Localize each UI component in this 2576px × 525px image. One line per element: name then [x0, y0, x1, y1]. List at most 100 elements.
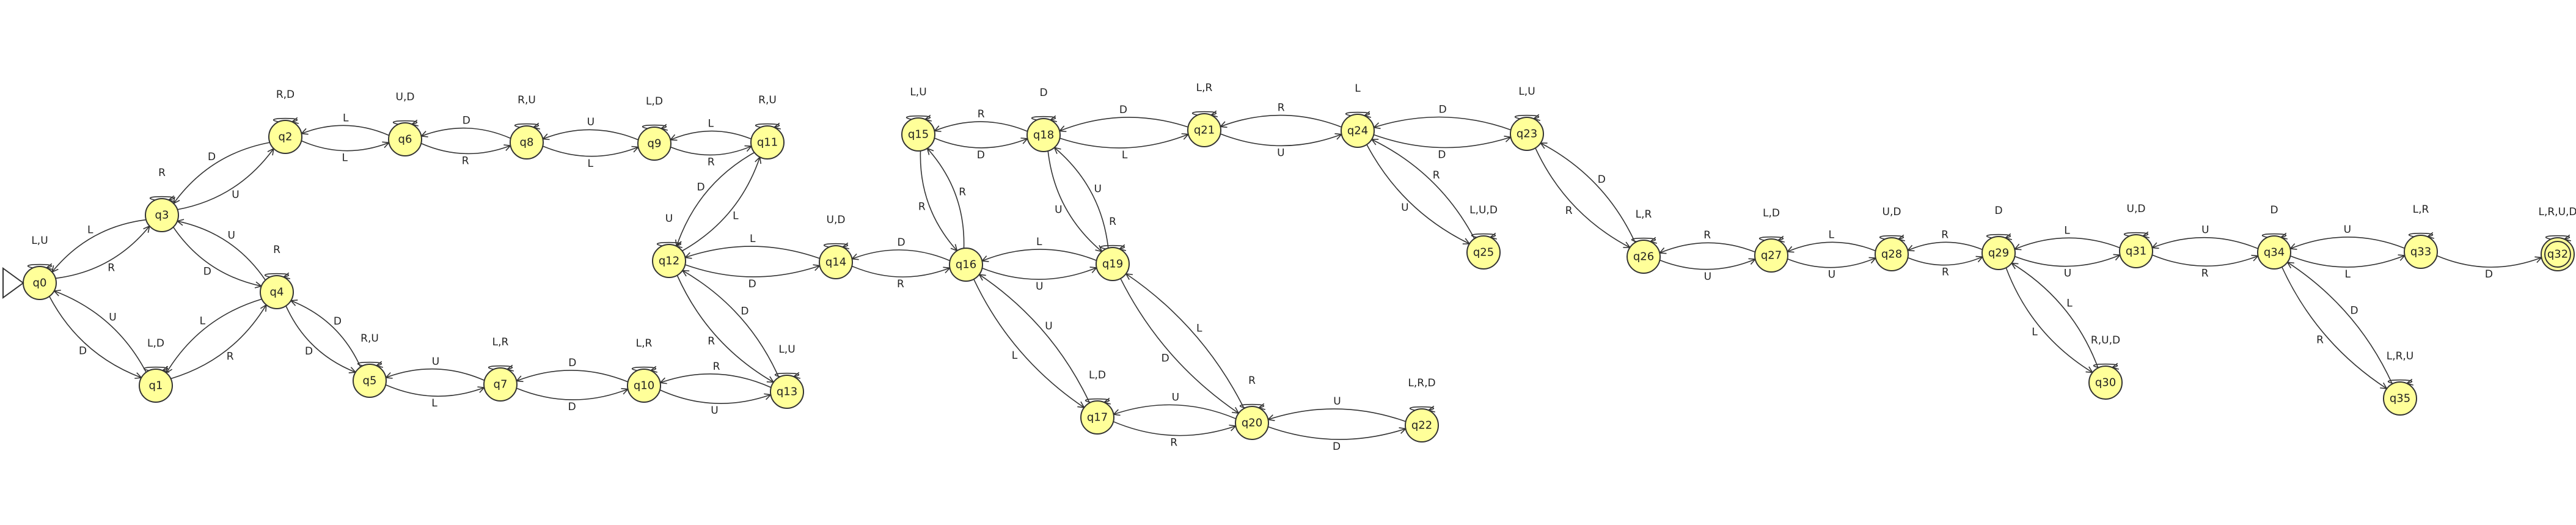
transition-label: R [918, 201, 926, 213]
self-loop-arrow [755, 124, 780, 128]
self-loop-arrow [1085, 399, 1110, 403]
state-circle [901, 117, 935, 152]
transition-q2-q3: D [174, 142, 270, 204]
transition-arrow [2288, 262, 2393, 384]
self-loop-q35: L,R,U [2387, 350, 2414, 383]
transition-arrow [670, 146, 751, 156]
state-q25: q25 [1466, 235, 1501, 270]
self-loop-label: L,R [636, 337, 653, 350]
self-loop-arrow [642, 125, 667, 129]
state-label: q35 [2390, 392, 2410, 405]
transition-arrow [285, 306, 356, 373]
transition-arrow [1908, 241, 1983, 251]
transition-q13-q10: R [660, 361, 772, 388]
state-q33: q33 [2404, 235, 2438, 269]
transition-q31-q29: L [2014, 224, 2120, 249]
transition-arrow [55, 226, 150, 279]
transition-label: L [342, 152, 348, 164]
self-loop-label: L,R,U [2387, 350, 2414, 362]
transition-q15-q16: R [918, 150, 957, 251]
transition-label: R [1278, 102, 1285, 114]
self-loop-q0: L,U [27, 235, 52, 268]
state-circle [353, 364, 387, 398]
state-circle [2404, 235, 2438, 269]
self-loop-label: R,U [360, 332, 379, 345]
transition-q3-q2: U [177, 149, 274, 210]
transition-q21-q18: D [1059, 104, 1188, 131]
transition-arrow [2152, 237, 2259, 249]
transition-arrow [301, 140, 389, 152]
transition-q21-q24: U [1220, 134, 1341, 159]
transition-arrow [386, 369, 485, 381]
self-loop-label: U,D [827, 214, 846, 226]
self-loop-label: L,D [646, 95, 663, 108]
transition-arrow [1059, 117, 1188, 131]
transition-label: U [2344, 224, 2351, 236]
state-label: q15 [908, 128, 929, 141]
state-label: q3 [155, 209, 169, 222]
self-loop-arrow [264, 274, 289, 277]
self-loop-q15: L,U [906, 86, 931, 120]
transition-arrow [851, 265, 950, 277]
transition-label: D [1438, 149, 1446, 161]
transition-arrow [385, 384, 484, 397]
transition-arrow [928, 149, 965, 249]
state-circle [145, 198, 179, 232]
transition-q33-q34: U [2290, 224, 2405, 249]
self-loop-label: U,D [396, 91, 415, 103]
self-loop-q8: R,U [514, 94, 539, 127]
state-q16: q16 [949, 248, 983, 282]
transition-arrow [1055, 147, 1109, 249]
transition-arrow [2014, 237, 2120, 249]
self-loop-arrow [906, 116, 931, 120]
self-loop-label: L [1355, 83, 1361, 95]
state-q21: q21 [1187, 113, 1221, 147]
transition-label: D [898, 237, 906, 249]
transition-arrow [852, 249, 951, 262]
self-loop-label: U,D [2127, 203, 2146, 215]
transition-label: U [2064, 268, 2071, 280]
transition-q28-q27: L [1787, 229, 1876, 252]
transition-arrow [1372, 139, 1475, 239]
transition-q15-q18: D [934, 138, 1027, 161]
state-q3: q3 [145, 198, 179, 232]
transition-q34-q33: L [2290, 255, 2404, 281]
transition-q33-q32: D [2436, 255, 2541, 281]
transition-q16-q19: U [982, 268, 1096, 293]
self-loop-label: R,U [518, 94, 536, 106]
state-label: q11 [757, 136, 778, 149]
transition-arrow [934, 121, 1028, 131]
transition-q4-q1: L [166, 298, 262, 373]
state-label: q32 [2547, 248, 2568, 261]
transition-q9-q8: U [543, 116, 639, 141]
transition-q16-q15: R [928, 149, 966, 249]
state-label: q30 [2095, 376, 2116, 389]
transition-arrow [1535, 147, 1630, 248]
state-label: q17 [1087, 411, 1108, 424]
self-loop-q3: R [149, 167, 174, 200]
state-q7: q7 [483, 367, 518, 402]
transition-q26-q23: D [1540, 143, 1636, 243]
self-loop-label: D [1994, 205, 2002, 217]
self-loop-q22: L,R,D [1408, 377, 1436, 410]
transition-label: D [741, 305, 748, 317]
state-q23: q23 [1510, 117, 1544, 151]
self-loop-arrow [27, 265, 52, 268]
accepting-ring [2544, 241, 2571, 268]
self-loop-q31: U,D [2123, 203, 2148, 236]
self-loop-label: R,U [758, 94, 777, 106]
self-loop-label: R [273, 244, 280, 256]
transition-label: R [1703, 229, 1711, 241]
state-label: q19 [1102, 258, 1123, 271]
transition-q4-q5: D [285, 306, 356, 373]
transition-arrow [2005, 267, 2093, 372]
self-loop-arrow [1031, 117, 1056, 120]
state-circle [1026, 118, 1061, 152]
transition-arrow [1120, 278, 1239, 413]
self-loop-q10: L,R [631, 337, 656, 370]
self-loop-q18: D [1031, 87, 1056, 120]
state-label: q21 [1194, 124, 1215, 137]
state-label: q24 [1347, 125, 1368, 138]
state-circle [510, 125, 544, 160]
self-loop-q14: U,D [823, 214, 848, 247]
